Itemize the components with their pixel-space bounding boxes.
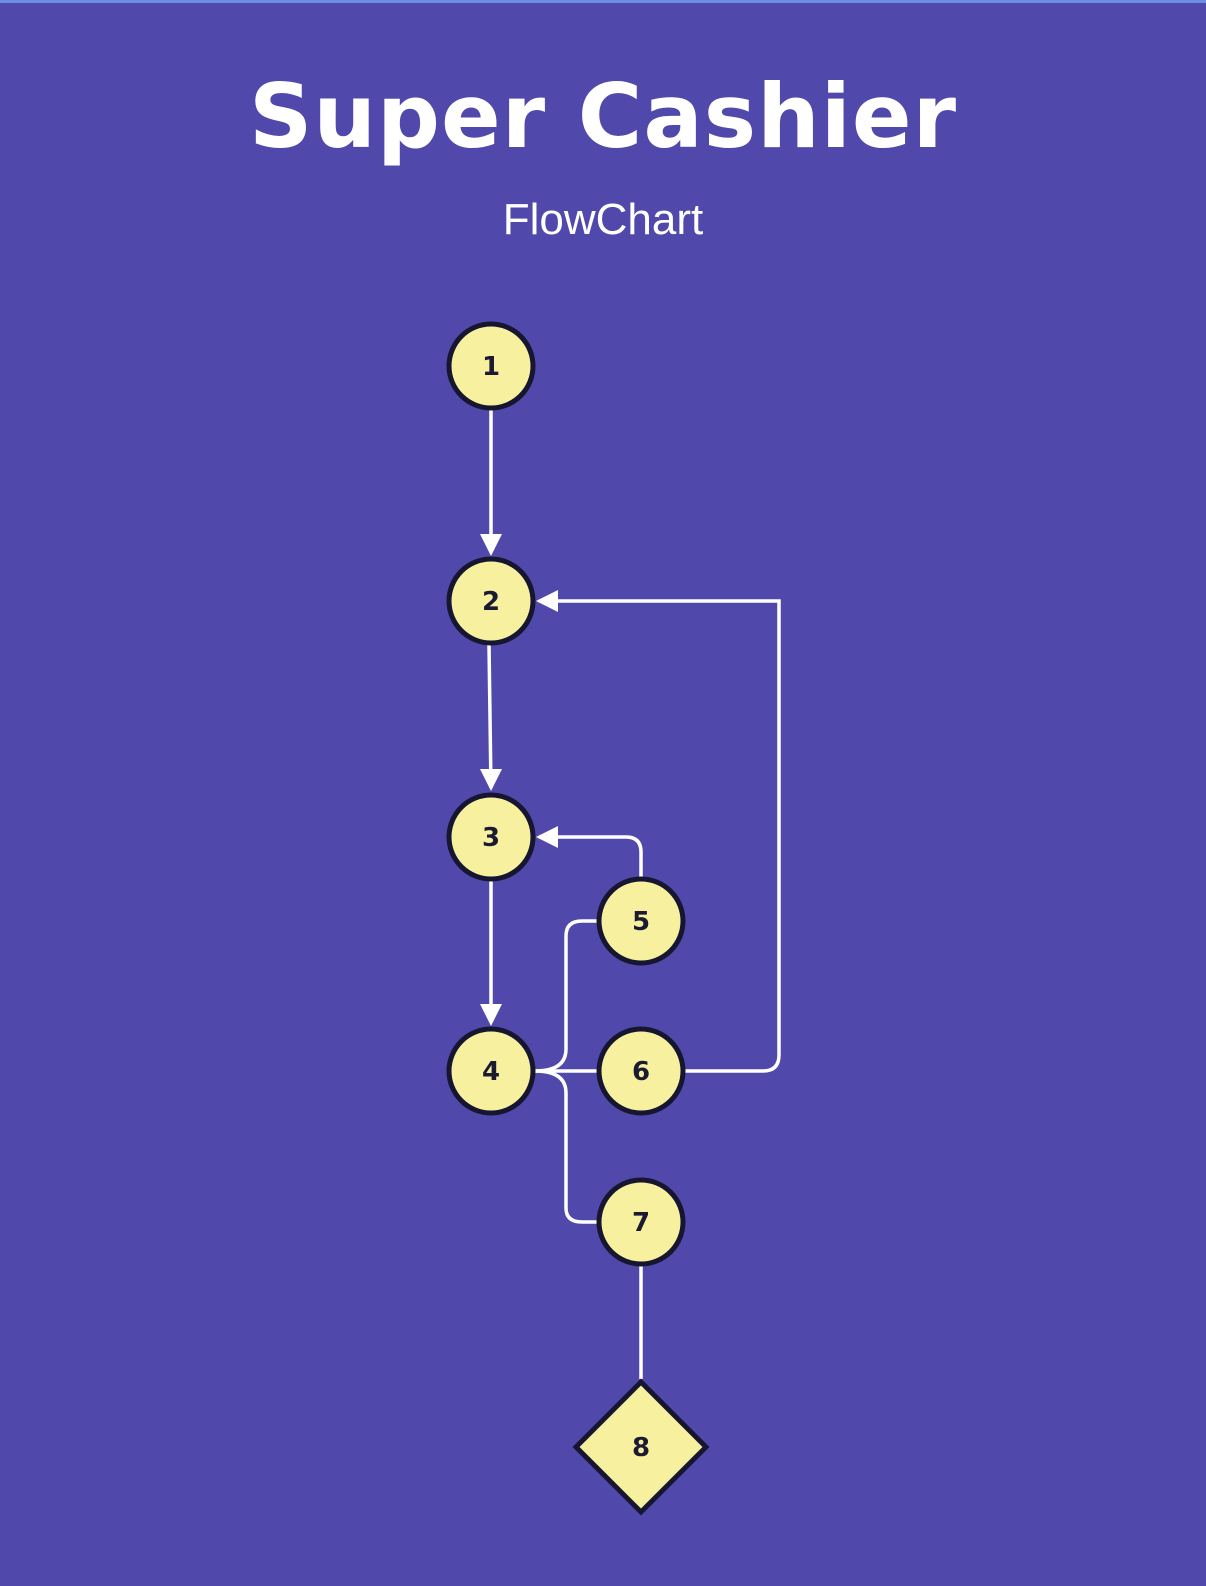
page-subtitle: FlowChart xyxy=(502,195,704,244)
node-2-label: 2 xyxy=(482,587,500,617)
node-5[interactable]: 5 xyxy=(596,876,686,966)
arrowhead xyxy=(480,1004,502,1026)
edge-2-to-3 xyxy=(485,644,496,789)
node-3-circle xyxy=(446,792,536,882)
node-8-label: 8 xyxy=(632,1433,650,1463)
arrowhead xyxy=(536,590,558,612)
node-1[interactable]: 1 xyxy=(446,321,536,411)
top-border xyxy=(0,0,1206,3)
node-6-label: 6 xyxy=(632,1057,650,1087)
edge-6-to-2 xyxy=(538,596,781,1073)
arrowhead xyxy=(480,534,502,556)
nodes-layer: 1 2 3 4 5 6 7 8 xyxy=(446,321,710,1516)
edge-4-to-5 xyxy=(534,919,597,1073)
node-3-label: 3 xyxy=(482,823,500,853)
edges-layer xyxy=(480,409,781,1379)
node-7[interactable]: 7 xyxy=(596,1177,686,1267)
node-6-circle xyxy=(596,1026,686,1116)
node-7-circle xyxy=(596,1177,686,1267)
node-5-label: 5 xyxy=(632,907,650,937)
node-2-circle xyxy=(446,556,536,646)
node-5-circle xyxy=(596,876,686,966)
node-8-diamond xyxy=(572,1378,710,1516)
node-6[interactable]: 6 xyxy=(596,1026,686,1116)
page-title: Super Cashier xyxy=(249,65,957,168)
node-3[interactable]: 3 xyxy=(446,792,536,882)
node-7-label: 7 xyxy=(632,1208,650,1238)
node-2[interactable]: 2 xyxy=(446,556,536,646)
node-1-label: 1 xyxy=(482,352,500,382)
node-4[interactable]: 4 xyxy=(446,1026,536,1116)
edge-4-to-7 xyxy=(534,1069,597,1224)
node-8[interactable]: 8 xyxy=(572,1378,710,1516)
node-4-circle xyxy=(446,1026,536,1116)
arrowhead xyxy=(536,826,558,848)
edge-5-to-3 xyxy=(538,832,643,878)
arrowhead xyxy=(480,769,502,791)
node-1-circle xyxy=(446,321,536,411)
node-4-label: 4 xyxy=(482,1057,500,1087)
